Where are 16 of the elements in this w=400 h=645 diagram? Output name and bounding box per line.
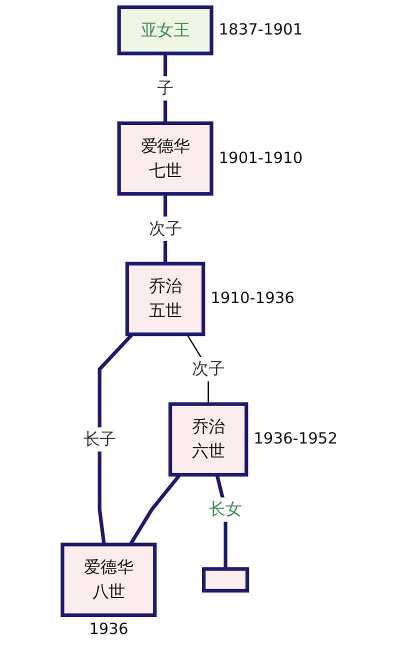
reign-years: 1910-1936 (210, 289, 294, 308)
edge-label: 长女 (209, 500, 242, 520)
reign-years: 1837-1901 (218, 20, 303, 39)
node-box: 亚女王 (117, 5, 214, 56)
node-box: 爱德华七世 (117, 121, 214, 196)
edge-label: 子 (157, 78, 174, 98)
node-box: 乔治六世 (168, 402, 248, 477)
edge-label: 长子 (83, 430, 116, 449)
reign-years: 1936 (89, 620, 128, 638)
reign-years: 1936-1952 (254, 430, 338, 448)
node-box: 乔治五世 (125, 262, 206, 336)
edge-label: 次子 (148, 219, 182, 238)
reign-years: 1901-1910 (218, 148, 303, 167)
edge-label: 次子 (192, 360, 225, 379)
node-box (202, 567, 250, 593)
node-box: 爱德华八世 (60, 542, 157, 617)
